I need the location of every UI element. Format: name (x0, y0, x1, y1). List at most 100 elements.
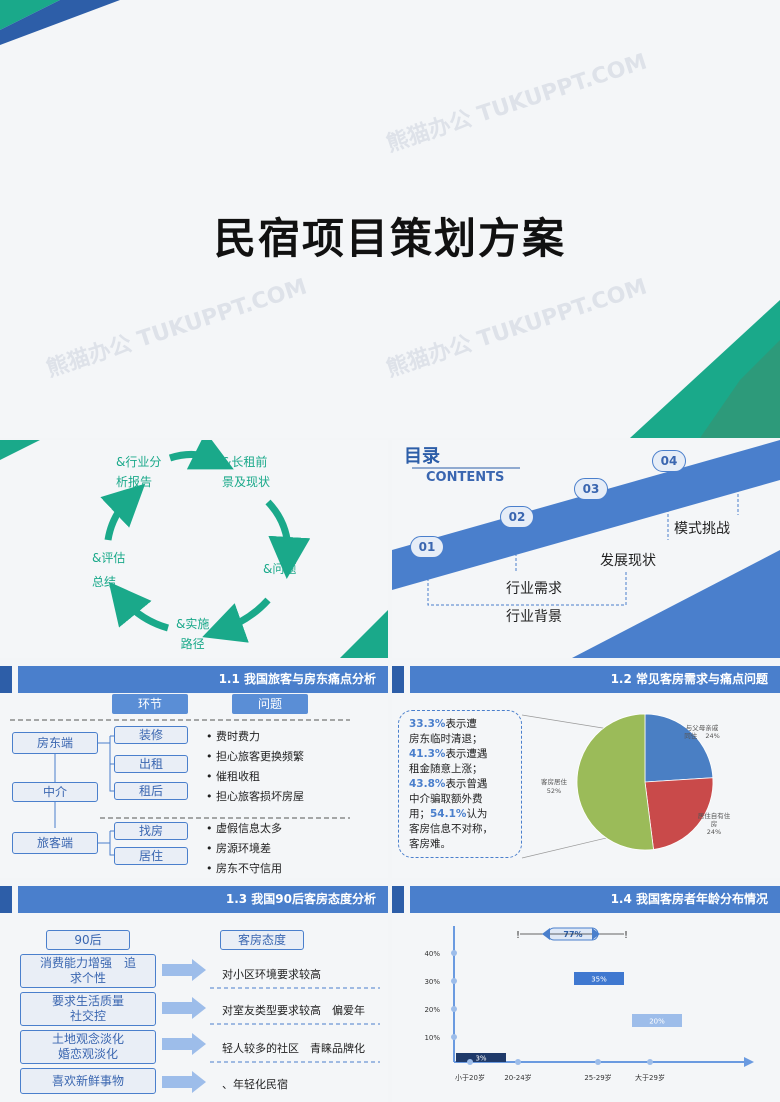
x-tick-label: 20-24岁 (504, 1073, 531, 1082)
x-tick-dot (467, 1059, 473, 1065)
attitude-item: 对小区环境要求较高 (222, 968, 321, 981)
cycle-arrows (0, 440, 388, 658)
bar-value-label: 77% (563, 930, 582, 939)
slide-1-1: 1.1 我国旅客与房东痛点分析 环节 问题 房东端 中介 旅客端 装修 出租 租… (0, 660, 388, 878)
pie-label: 同住 24% (684, 731, 720, 740)
issue-item: • 房源环境差 (206, 842, 271, 855)
age-bar-chart: 10% 20% 30% 40% 3% 77% 35% 20% 小于20岁 20-24岁 25-2… (424, 926, 754, 1082)
x-tick-label: 25-29岁 (584, 1073, 611, 1082)
attitude-item: 轻人较多的社区 青睐品牌化 (222, 1042, 365, 1055)
col-header: 客房态度 (220, 930, 304, 950)
header-accent (0, 666, 12, 693)
pie-label: 24% (707, 828, 721, 836)
col-header: 环节 (112, 694, 188, 714)
bar (456, 1053, 506, 1062)
toc-decor (392, 440, 780, 658)
slide-header: 1.1 我国旅客与房东痛点分析 (18, 666, 388, 693)
issue-item: • 催租收租 (206, 770, 260, 783)
trait-box: 土地观念淡化婚恋观淡化 (20, 1030, 156, 1064)
bar-tick: ! (624, 930, 628, 941)
toc-subtitle: CONTENTS (426, 470, 505, 485)
toc-num[interactable]: 01 (410, 536, 444, 558)
cycle-item: &长租前景及现状 (222, 455, 271, 489)
pie-slice (576, 713, 654, 851)
bar-value-label: 35% (591, 976, 607, 984)
pie-label: 与父母亲戚 (686, 723, 719, 732)
x-tick-label: 大于29岁 (635, 1073, 665, 1082)
bar-value-label: 20% (649, 1018, 665, 1026)
pie-label: 居住自有住 (698, 811, 731, 820)
toc-num[interactable]: 03 (574, 478, 608, 500)
issue-item: • 担心旅客损坏房屋 (206, 790, 304, 803)
slide-header: 1.3 我国90后客房态度分析 (18, 886, 388, 913)
pie-label: 客房居住 (541, 777, 568, 786)
pie-label: 房 (711, 819, 718, 828)
toc-num[interactable]: 02 (500, 506, 534, 528)
y-tick-dot (451, 1034, 457, 1040)
step-box: 租后 (114, 782, 188, 800)
toc-slide: 目录 CONTENTS 01 02 03 04 行业背景 行业需求 发展现状 模… (392, 440, 780, 658)
slide-1-3-arrows (162, 959, 380, 1093)
slide-header: 1.2 常见客房需求与痛点问题 (410, 666, 780, 693)
toc-num[interactable]: 04 (652, 450, 686, 472)
y-tick-label: 10% (424, 1034, 440, 1042)
role-box: 房东端 (12, 732, 98, 754)
attitude-item: 对室友类型要求较高 偏爱年 (222, 1004, 365, 1017)
slide-1-4: 1.4 我国客房者年龄分布情况 10% 20% 30% 40% 3% 77% 35% 20%… (392, 880, 780, 1102)
pie-label: 52% (547, 787, 561, 795)
pie-slice (644, 713, 714, 783)
issue-item: • 担心旅客更换频繁 (206, 750, 304, 763)
cycle-slide: &行业分析报告 &长租前景及现状 &问题 &实施路径 &评估总结 (0, 440, 388, 658)
trait-box: 消费能力增强 追求个性 (20, 954, 156, 988)
pie-chart: 与父母亲戚 同住 24% 居住自有住 房 24% 客房居住 52% (521, 713, 731, 859)
header-accent (392, 666, 404, 693)
toc-title: 目录 (404, 446, 440, 467)
y-tick-label: 30% (424, 978, 440, 986)
page-title: 民宿项目策划方案 (213, 214, 566, 263)
bar-value-label: 3% (475, 1055, 486, 1063)
y-tick-label: 20% (424, 1006, 440, 1014)
slide-1-2: 1.2 常见客房需求与痛点问题 33.3%表示遭 房东临时清退； 41.3%表示… (392, 660, 780, 878)
bar (574, 972, 624, 985)
bar (632, 1014, 682, 1027)
x-tick-label: 小于20岁 (455, 1073, 485, 1082)
col-header: 问题 (232, 694, 308, 714)
y-tick-dot (451, 1006, 457, 1012)
cycle-item: &实施路径 (176, 617, 210, 651)
bar-tick: ! (516, 930, 520, 941)
step-box: 装修 (114, 726, 188, 744)
slide-1-3: 1.3 我国90后客房态度分析 90后 客房态度 消费能力增强 追求个性 要求生… (0, 880, 388, 1102)
header-accent (0, 886, 12, 913)
step-box: 找房 (114, 822, 188, 840)
step-box: 居住 (114, 847, 188, 865)
y-tick-label: 40% (424, 950, 440, 958)
stat-callout: 33.3%表示遭 房东临时清退； 41.3%表示遭遇 租金随意上涨； 43.8%… (398, 710, 522, 858)
trait-box: 喜欢新鲜事物 (20, 1068, 156, 1094)
header-accent (392, 886, 404, 913)
y-tick-dot (451, 978, 457, 984)
issue-item: • 房东不守信用 (206, 862, 282, 875)
step-box: 出租 (114, 755, 188, 773)
slide-header: 1.4 我国客房者年龄分布情况 (410, 886, 780, 913)
trait-box: 要求生活质量社交控 (20, 992, 156, 1026)
col-header: 90后 (46, 930, 130, 950)
attitude-item: 、年轻化民宿 (222, 1078, 288, 1091)
toc-label[interactable]: 模式挑战 (674, 521, 730, 537)
slide-1-1-lines (10, 719, 350, 856)
cycle-item: &问题 (263, 562, 297, 576)
x-tick-dot (647, 1059, 653, 1065)
issue-item: • 费时费力 (206, 730, 260, 743)
cycle-item: &行业分析报告 (116, 455, 162, 489)
issue-item: • 虚假信息太多 (206, 822, 282, 835)
x-tick-dot (595, 1059, 601, 1065)
cycle-item: &评估总结 (92, 551, 126, 589)
toc-label[interactable]: 行业需求 (506, 581, 562, 597)
toc-label[interactable]: 发展现状 (600, 553, 656, 569)
pie-slice (644, 777, 714, 850)
role-box: 旅客端 (12, 832, 98, 854)
cover-slide: 熊猫办公 TUKUPPT.COM 熊猫办公 TUKUPPT.COM 熊猫办公 T… (0, 0, 780, 438)
x-tick-dot (515, 1059, 521, 1065)
role-box: 中介 (12, 782, 98, 802)
toc-label[interactable]: 行业背景 (506, 609, 562, 625)
cover-decor (0, 0, 780, 438)
